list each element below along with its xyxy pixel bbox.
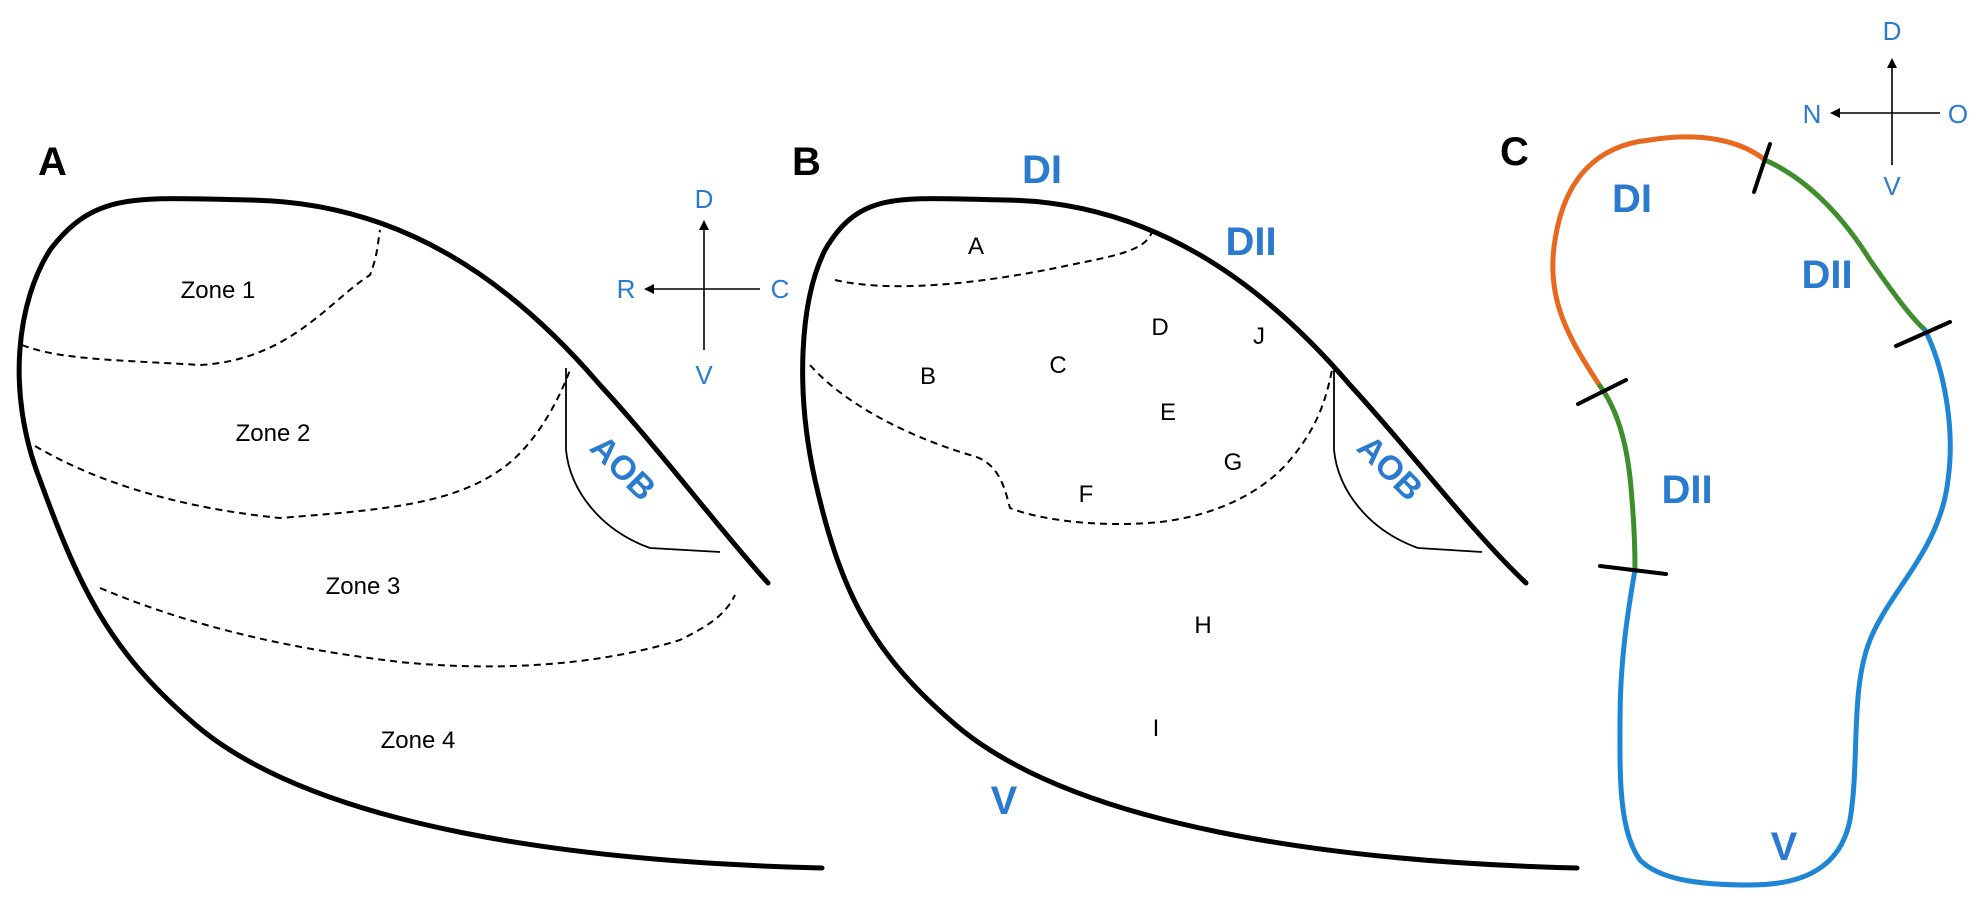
aob-label-b: AOB	[1350, 428, 1430, 508]
region-h-label: H	[1194, 612, 1211, 639]
compass-c-down: V	[1883, 171, 1901, 201]
compass-a-left: R	[617, 274, 636, 304]
zone-boundary-3-a	[99, 587, 736, 668]
zone-boundary-1-a	[21, 229, 381, 367]
segment-dii-lower-c	[1597, 383, 1638, 573]
bulb-outline-b	[800, 196, 1580, 871]
panel-c-letter: C	[1500, 130, 1529, 174]
segment-v-label-c: V	[1771, 825, 1798, 869]
region-i-label: I	[1153, 715, 1160, 742]
zone-3-label: Zone 3	[326, 573, 401, 600]
aob-boundary-a	[565, 368, 721, 553]
domain-v-label-b: V	[991, 779, 1018, 823]
separator-tick-left	[1576, 378, 1628, 406]
region-g-label: G	[1224, 449, 1243, 476]
zone-2-label: Zone 2	[236, 420, 311, 447]
compass-a-right: C	[771, 274, 790, 304]
zone-1-label: Zone 1	[181, 277, 256, 304]
panel-c: C DI DII DII V D V N O	[1500, 16, 1969, 888]
compass-a-down: V	[695, 360, 713, 390]
panel-a-letter: A	[38, 140, 67, 184]
compass-c-up: D	[1883, 16, 1902, 46]
bulb-outline-a	[16, 196, 825, 871]
zone-4-label: Zone 4	[381, 727, 456, 754]
region-b-label: B	[920, 363, 936, 390]
region-a-label: A	[968, 233, 984, 260]
segment-v-c	[1617, 327, 1953, 888]
segment-dii-upper-label-c: DII	[1801, 253, 1852, 297]
panel-b: B A B C D E F G H I J DI DII V AOB	[792, 140, 1580, 871]
zone-boundary-2-a	[34, 369, 571, 520]
compass-a-up: D	[695, 184, 714, 214]
region-f-label: F	[1079, 481, 1094, 508]
region-e-label: E	[1160, 399, 1176, 426]
compass-c: D V N O	[1803, 16, 1969, 201]
region-j-label: J	[1253, 323, 1265, 350]
compass-a: D V R C	[617, 184, 790, 390]
compass-c-right: O	[1948, 99, 1968, 129]
domain-dii-label-b: DII	[1225, 220, 1276, 264]
aob-boundary-b	[1333, 368, 1483, 553]
region-d-label: D	[1151, 314, 1168, 341]
domain-di-label-b: DI	[1022, 148, 1062, 192]
separator-tick-bottom	[1598, 564, 1668, 576]
segment-di-c	[1550, 134, 1768, 389]
region-boundary-top-b	[834, 231, 1153, 288]
region-c-label: C	[1049, 352, 1066, 379]
region-boundary-mid-b	[809, 364, 1333, 526]
separator-tick-right	[1894, 320, 1952, 348]
compass-c-left: N	[1803, 99, 1822, 129]
segment-di-label-c: DI	[1612, 177, 1652, 221]
panel-a: A Zone 1 Zone 2 Zone 3 Zone 4 AOB D V R …	[16, 140, 825, 871]
panel-b-letter: B	[792, 140, 821, 184]
segment-dii-lower-label-c: DII	[1661, 468, 1712, 512]
separator-tick-top	[1752, 142, 1772, 194]
segment-dii-upper-c	[1762, 157, 1928, 333]
